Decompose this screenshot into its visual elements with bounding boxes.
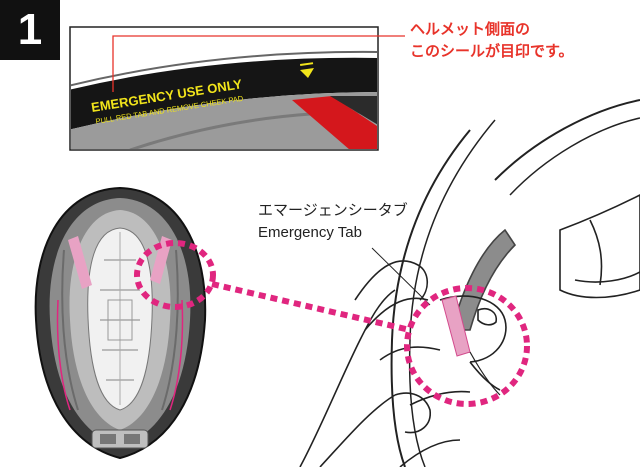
sticker-callout-text: ヘルメット側面の このシールが目印です。 — [410, 18, 574, 62]
emergency-tab-label: エマージェンシータブ Emergency Tab — [258, 200, 408, 244]
tab-label-english: Emergency Tab — [258, 224, 362, 241]
left-pink-tab — [68, 236, 92, 289]
tab-highlight-circle — [404, 285, 530, 407]
sticker-closeup-panel: EMERGENCY USE ONLY PULL RED TAB AND REMO… — [69, 26, 379, 151]
red-tab-shape — [292, 96, 377, 149]
highlight-markers — [134, 240, 530, 407]
down-triangle-icon — [300, 68, 314, 78]
callout-line-1: ヘルメット側面の — [410, 20, 531, 38]
right-pink-tab — [150, 236, 172, 284]
callout-line-2: このシールが目印です。 — [410, 42, 574, 60]
tab-label-japanese: エマージェンシータブ — [258, 202, 408, 219]
hand-pulling-tab-illustration — [299, 99, 640, 467]
highlight-connector-line — [211, 281, 411, 333]
interior-highlight-circle — [134, 240, 216, 310]
callout-leader-line — [112, 35, 405, 92]
helmet-interior-illustration — [34, 186, 207, 460]
tab-label-leader-line — [371, 247, 431, 306]
step-number-badge: 1 — [0, 0, 60, 60]
